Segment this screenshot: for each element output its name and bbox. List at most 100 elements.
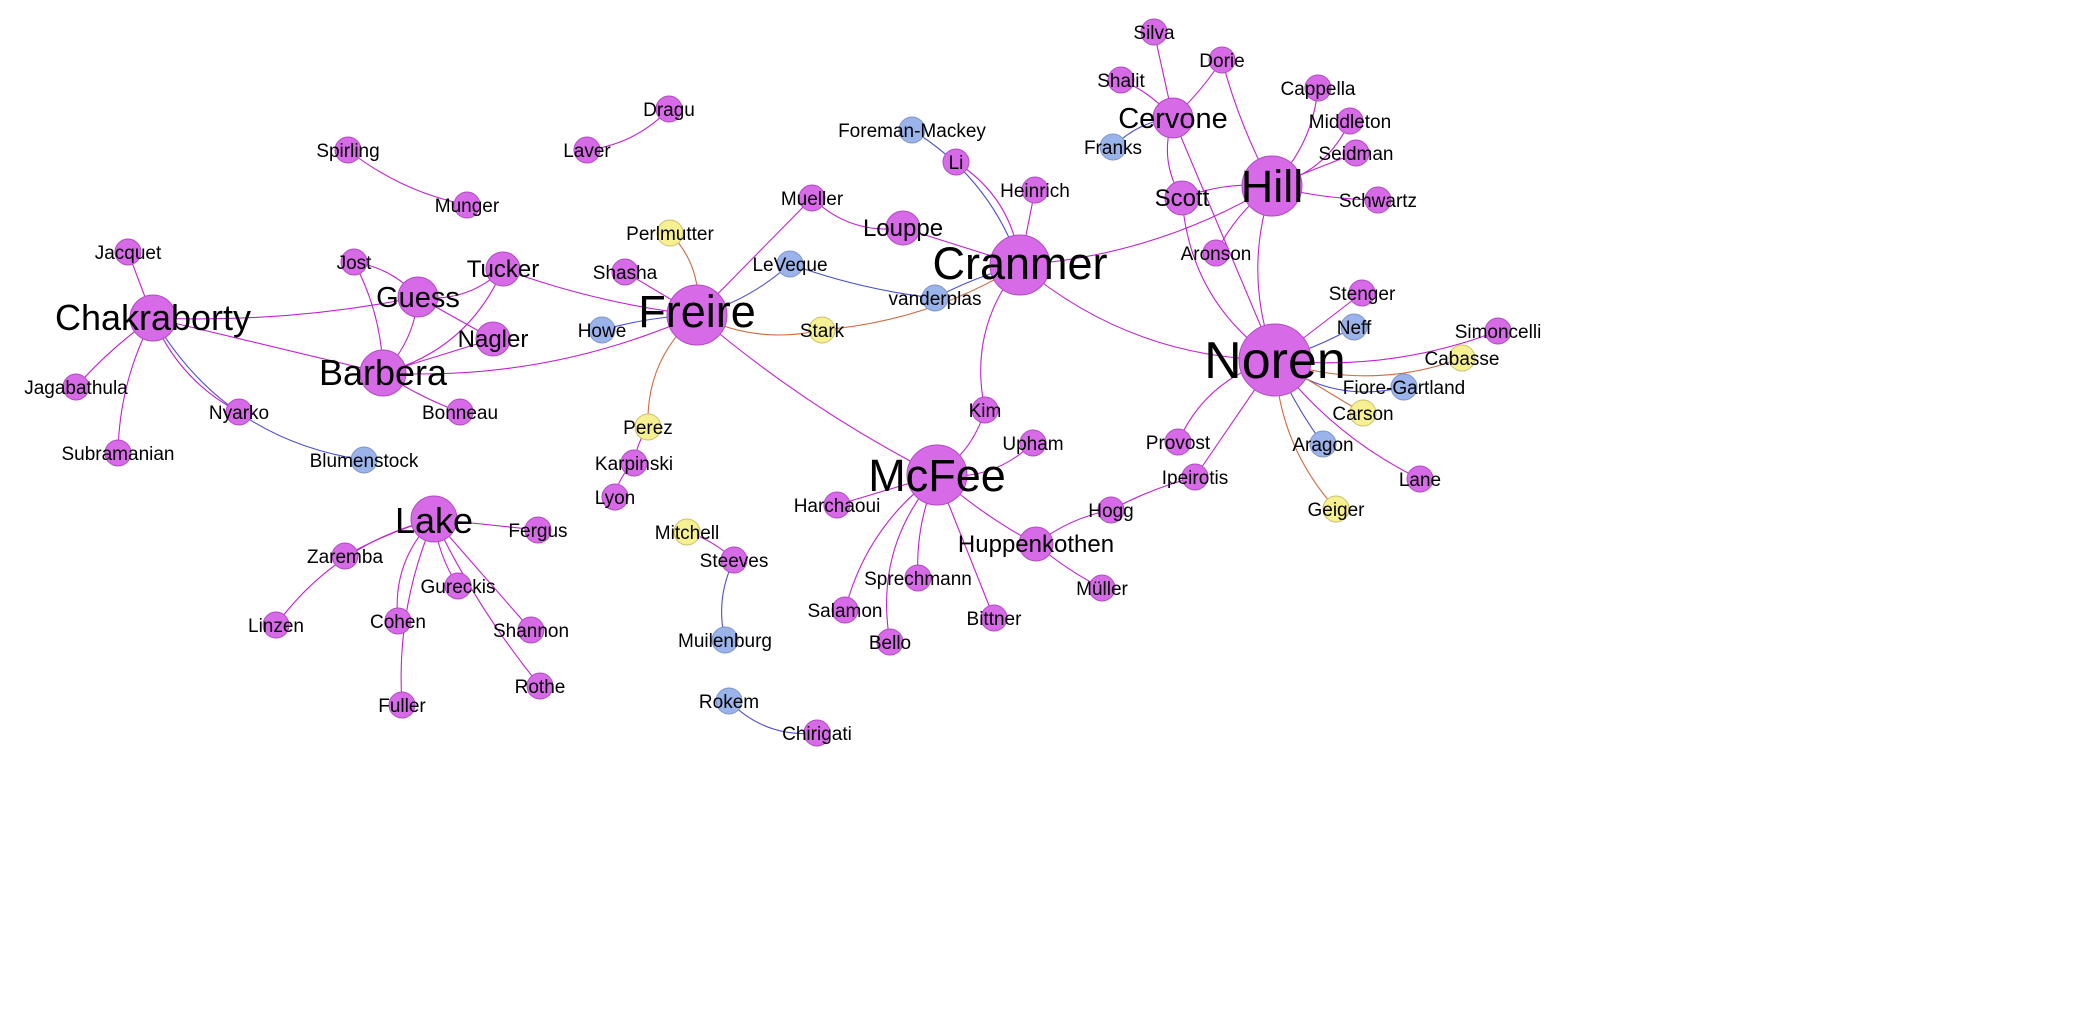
node-karpinski[interactable] <box>620 449 648 477</box>
node-bello[interactable] <box>876 628 904 656</box>
node-label-schwartz: Schwartz <box>1339 191 1417 212</box>
node-tucker[interactable] <box>485 251 521 287</box>
node-nyarko[interactable] <box>225 398 253 426</box>
node-lyon[interactable] <box>601 483 629 511</box>
node-mitchell[interactable] <box>673 518 701 546</box>
node-label-bittner: Bittner <box>967 609 1023 630</box>
node-upham[interactable] <box>1019 429 1047 457</box>
node-silva[interactable] <box>1140 18 1168 46</box>
node-label-dorie: Dorie <box>1199 51 1244 72</box>
node-freire[interactable] <box>666 284 728 346</box>
node-aronson[interactable] <box>1202 239 1230 267</box>
node-jost[interactable] <box>340 248 368 276</box>
node-label-lane: Lane <box>1399 470 1441 491</box>
node-nagler[interactable] <box>475 321 511 357</box>
node-lane[interactable] <box>1406 465 1434 493</box>
node-harchaoui[interactable] <box>823 491 851 519</box>
node-cervone[interactable] <box>1152 97 1194 139</box>
node-label-karpinski: Karpinski <box>595 454 673 475</box>
node-label-huppenkothen: Huppenkothen <box>958 531 1114 558</box>
node-label-linzen: Linzen <box>248 616 304 637</box>
node-hill[interactable] <box>1241 155 1303 217</box>
coauthor-network-graph: ChakrabortyJacquetJagabathulaSubramanian… <box>24 18 1541 747</box>
node-huppenkothen[interactable] <box>1018 526 1054 562</box>
node-label-middleton: Middleton <box>1309 112 1391 133</box>
node-shalit[interactable] <box>1107 66 1135 94</box>
node-label-geiger: Geiger <box>1307 500 1365 521</box>
node-gureckis[interactable] <box>444 572 472 600</box>
node-simoncelli[interactable] <box>1484 317 1512 345</box>
node-chirigati[interactable] <box>803 719 831 747</box>
node-franks[interactable] <box>1099 133 1127 161</box>
node-muller[interactable] <box>1088 574 1116 602</box>
node-fuller[interactable] <box>388 691 416 719</box>
edge-freire-mcfee <box>696 314 938 476</box>
node-mcfee[interactable] <box>906 444 968 506</box>
node-barbera[interactable] <box>359 349 407 397</box>
node-jagabathula[interactable] <box>62 373 90 401</box>
node-howe[interactable] <box>588 316 616 344</box>
node-linzen[interactable] <box>262 611 290 639</box>
node-jacquet[interactable] <box>114 238 142 266</box>
node-noren[interactable] <box>1238 323 1312 397</box>
node-rothe[interactable] <box>526 672 554 700</box>
node-stenger[interactable] <box>1348 279 1376 307</box>
node-label-cervone: Cervone <box>1118 103 1228 135</box>
node-scott[interactable] <box>1164 180 1200 216</box>
node-foreman-mackey[interactable] <box>898 116 926 144</box>
node-label-howe: Howe <box>578 321 627 342</box>
node-sprechmann[interactable] <box>904 564 932 592</box>
node-hogg[interactable] <box>1097 496 1125 524</box>
node-steeves[interactable] <box>720 546 748 574</box>
node-blumenstock[interactable] <box>350 446 378 474</box>
node-subramanian[interactable] <box>104 439 132 467</box>
node-zaremba[interactable] <box>331 542 359 570</box>
node-cohen[interactable] <box>384 607 412 635</box>
node-mueller[interactable] <box>798 184 826 212</box>
node-leveque[interactable] <box>776 250 804 278</box>
node-label-shalit: Shalit <box>1097 71 1145 92</box>
node-geiger[interactable] <box>1322 495 1350 523</box>
node-perez[interactable] <box>634 413 662 441</box>
node-spirling[interactable] <box>334 136 362 164</box>
node-shasha[interactable] <box>611 258 639 286</box>
edge-lake-rothe <box>433 518 541 687</box>
node-salamon[interactable] <box>831 596 859 624</box>
node-cappella[interactable] <box>1304 74 1332 102</box>
node-louppe[interactable] <box>885 210 921 246</box>
node-fergus[interactable] <box>524 516 552 544</box>
node-muilenburg[interactable] <box>711 626 739 654</box>
node-label-leveque: LeVeque <box>752 255 827 276</box>
node-cabasse[interactable] <box>1448 344 1476 372</box>
node-ipeirotis[interactable] <box>1181 463 1209 491</box>
node-bittner[interactable] <box>980 604 1008 632</box>
node-label-silva: Silva <box>1133 23 1175 44</box>
node-aragon[interactable] <box>1309 430 1337 458</box>
node-shannon[interactable] <box>517 616 545 644</box>
node-stark[interactable] <box>808 316 836 344</box>
node-rokem[interactable] <box>715 687 743 715</box>
node-laver[interactable] <box>573 136 601 164</box>
node-guess[interactable] <box>397 276 439 318</box>
node-label-mueller: Mueller <box>781 189 844 210</box>
node-vanderplas[interactable] <box>921 284 949 312</box>
node-provost[interactable] <box>1164 428 1192 456</box>
node-fiore-gartland[interactable] <box>1390 373 1418 401</box>
node-li[interactable] <box>942 148 970 176</box>
node-label-blumenstock: Blumenstock <box>310 451 419 472</box>
node-neff[interactable] <box>1340 313 1368 341</box>
node-middleton[interactable] <box>1336 107 1364 135</box>
node-seidman[interactable] <box>1342 139 1370 167</box>
node-dorie[interactable] <box>1208 46 1236 74</box>
node-lake[interactable] <box>410 495 458 543</box>
node-perlmutter[interactable] <box>656 219 684 247</box>
node-schwartz[interactable] <box>1364 186 1392 214</box>
node-carson[interactable] <box>1349 399 1377 427</box>
node-cranmer[interactable] <box>989 234 1051 296</box>
node-heinrich[interactable] <box>1021 176 1049 204</box>
node-chakraborty[interactable] <box>129 294 177 342</box>
node-dragu[interactable] <box>655 95 683 123</box>
node-bonneau[interactable] <box>446 398 474 426</box>
node-kim[interactable] <box>971 396 999 424</box>
node-munger[interactable] <box>453 191 481 219</box>
